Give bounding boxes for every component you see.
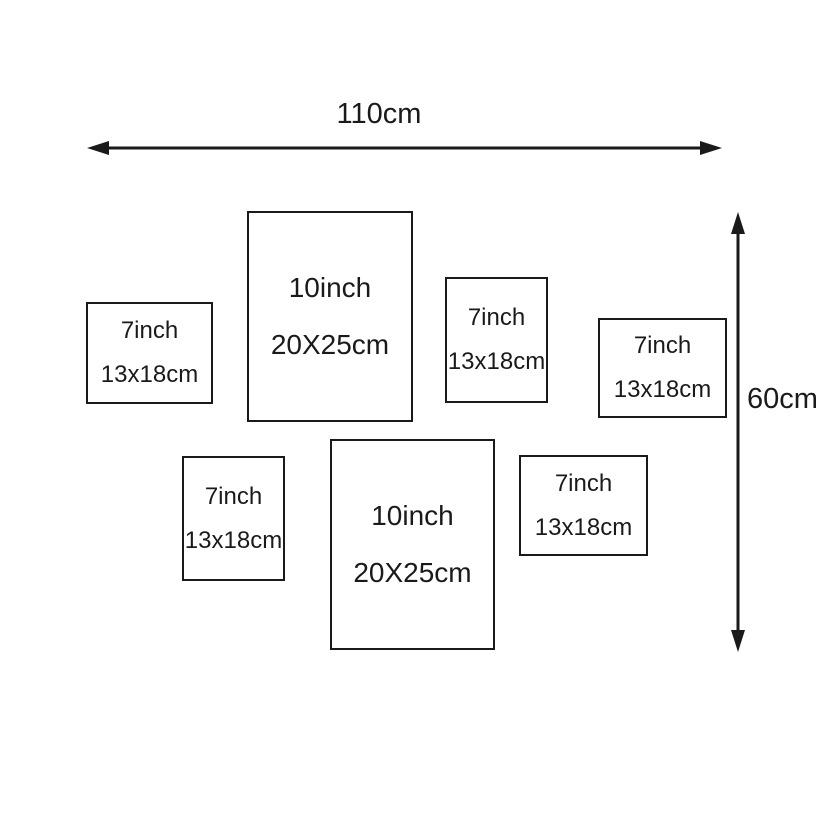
frame-size-label: 7inch — [204, 482, 263, 510]
frame-size-label: 10inch — [288, 272, 372, 303]
frame-10inch-bottom-center: 10inch 20X25cm — [330, 439, 495, 650]
height-arrow — [731, 212, 745, 652]
frame-7inch-bottom-left: 7inch 13x18cm — [182, 456, 285, 581]
frame-7inch-top-right: 7inch 13x18cm — [598, 318, 727, 418]
height-dimension-label: 60cm — [747, 383, 818, 415]
frame-dims-label: 13x18cm — [613, 376, 712, 403]
frame-size-label: 7inch — [120, 317, 179, 344]
frame-7inch-top-left: 7inch 13x18cm — [86, 302, 213, 404]
frame-size-label: 7inch — [633, 332, 692, 359]
frame-size-label: 10inch — [371, 500, 454, 531]
frame-dims-label: 20X25cm — [270, 329, 390, 360]
frame-dims-label: 13x18cm — [100, 361, 199, 388]
width-dimension-label: 110cm — [336, 98, 422, 130]
frame-dims-label: 13x18cm — [184, 526, 283, 554]
frame-7inch-bottom-right: 7inch 13x18cm — [519, 455, 648, 556]
width-arrow — [87, 141, 722, 155]
frame-10inch-top-center: 10inch 20X25cm — [247, 211, 413, 422]
frame-dims-label: 13x18cm — [534, 513, 633, 541]
frame-size-label: 7inch — [554, 469, 613, 497]
frame-dims-label: 13x18cm — [447, 348, 546, 375]
frame-dims-label: 20X25cm — [353, 557, 472, 588]
frame-7inch-top-middle: 7inch 13x18cm — [445, 277, 548, 403]
frame-size-label: 7inch — [467, 304, 526, 331]
